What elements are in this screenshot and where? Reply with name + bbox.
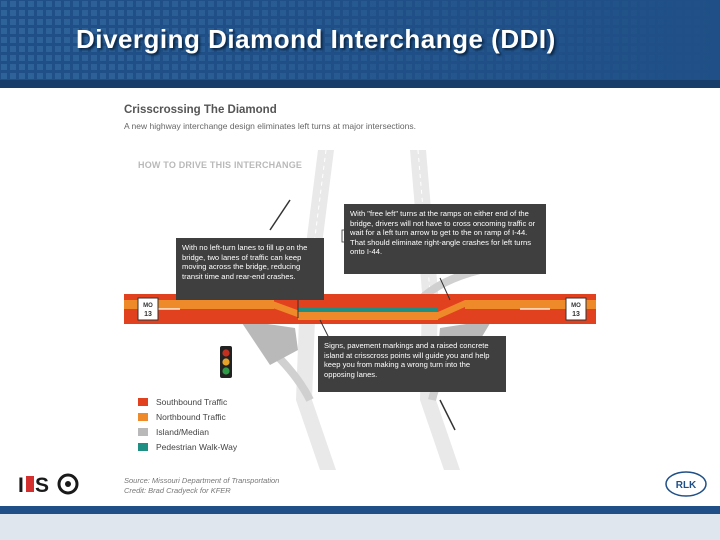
route-shield-right: MO 13 bbox=[565, 297, 587, 321]
legend-swatch bbox=[138, 412, 148, 421]
northbound-bridge-lane bbox=[298, 312, 438, 320]
figure-title: Crisscrossing The Diamond bbox=[124, 104, 277, 116]
legend-label: Northbound Traffic bbox=[156, 411, 226, 422]
traffic-signal-left bbox=[220, 346, 232, 378]
source-line: Source: Missouri Department of Transport… bbox=[124, 476, 280, 485]
legend-swatch bbox=[138, 442, 148, 451]
legend-swatch bbox=[138, 397, 148, 406]
svg-text:RLK: RLK bbox=[676, 480, 697, 491]
callout-no-left-turn: With no left-turn lanes to fill up on th… bbox=[176, 238, 324, 300]
header-banner: Diverging Diamond Interchange (DDI) bbox=[0, 0, 720, 88]
legend-item-walkway: Pedestrian Walk-Way bbox=[138, 439, 237, 454]
rlk-logo: RLK bbox=[665, 471, 707, 497]
footer-bar bbox=[0, 506, 720, 514]
traffic-arrow bbox=[269, 199, 291, 231]
itso-logo: I S bbox=[18, 473, 79, 496]
pedestrian-walkway bbox=[298, 308, 438, 311]
northbound-lane-right bbox=[465, 300, 596, 309]
legend-item-median: Island/Median bbox=[138, 424, 237, 439]
header-pattern bbox=[0, 0, 720, 88]
svg-text:13: 13 bbox=[572, 311, 580, 318]
footer-pattern bbox=[0, 514, 720, 540]
svg-text:I: I bbox=[18, 474, 24, 496]
legend-swatch bbox=[138, 427, 148, 436]
page-title: Diverging Diamond Interchange (DDI) bbox=[76, 24, 556, 54]
callout-free-left-turn: With "free left" turns at the ramps on e… bbox=[344, 204, 546, 274]
svg-text:MO: MO bbox=[571, 303, 581, 309]
route-shield-left: MO 13 bbox=[137, 297, 159, 321]
legend-item-southbound: Southbound Traffic bbox=[138, 394, 237, 409]
svg-text:MO: MO bbox=[143, 303, 153, 309]
legend-label: Pedestrian Walk-Way bbox=[156, 441, 238, 452]
svg-text:13: 13 bbox=[144, 311, 152, 318]
legend-label: Island/Median bbox=[156, 426, 209, 437]
source-credit: Source: Missouri Department of Transport… bbox=[124, 476, 279, 495]
legend: Southbound Traffic Northbound Traffic Is… bbox=[138, 394, 237, 454]
northbound-lane-left bbox=[124, 300, 274, 309]
callout-signs-markings: Signs, pavement markings and a raised co… bbox=[318, 336, 506, 392]
figure-subtitle: A new highway interchange design elimina… bbox=[124, 121, 416, 131]
svg-text:S: S bbox=[35, 474, 49, 496]
legend-label: Southbound Traffic bbox=[156, 396, 228, 407]
credit-line: Credit: Brad Cradyeck for KFER bbox=[124, 486, 231, 495]
traffic-arrow bbox=[439, 399, 456, 431]
ddi-figure: Crisscrossing The Diamond A new highway … bbox=[120, 100, 600, 495]
legend-item-northbound: Northbound Traffic bbox=[138, 409, 237, 424]
southbound-lane-right bbox=[465, 311, 596, 318]
southbound-lane-left bbox=[124, 311, 274, 318]
howto-label: HOW TO DRIVE THIS INTERCHANGE bbox=[138, 160, 303, 170]
